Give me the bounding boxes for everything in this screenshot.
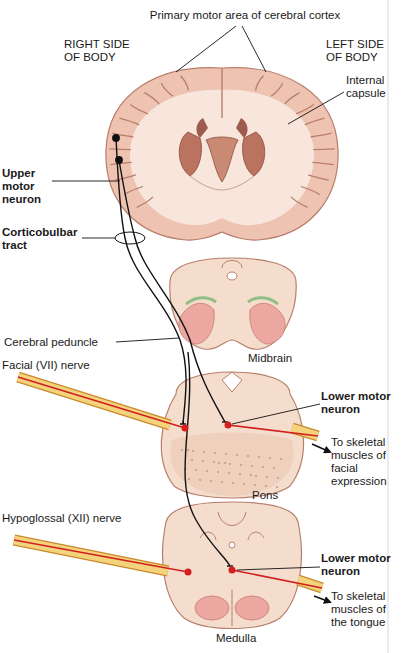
region-label: Medulla: [216, 632, 296, 645]
pontine-nucleus: [191, 459, 193, 461]
part-label: Lower motor neuron: [321, 390, 401, 416]
pontine-nucleus: [273, 467, 275, 469]
side-label: RIGHT SIDE OF BODY: [64, 38, 148, 64]
sulcus: [109, 148, 131, 150]
sulcus: [291, 197, 307, 208]
pontine-nucleus: [217, 471, 219, 473]
pontine-nucleus: [240, 464, 242, 466]
sulcus: [161, 83, 173, 96]
nerve-label: Facial (VII) nerve: [2, 359, 132, 372]
nerve-label: Hypoglossal (XII) nerve: [2, 512, 152, 525]
upper-motor-neuron: [113, 135, 233, 566]
pontine-nucleus: [265, 485, 267, 487]
side-label: LEFT SIDE OF BODY: [326, 38, 396, 64]
sulcus: [312, 162, 333, 164]
pons-section: [161, 372, 303, 498]
sulcus: [313, 148, 335, 150]
pontine-nucleus: [243, 483, 245, 485]
pontine-nucleus: [247, 455, 249, 457]
pontine-nucleus: [228, 472, 230, 474]
target-label: To skeletal muscles of the tongue: [331, 590, 399, 629]
sulcus: [285, 93, 300, 105]
sulcus: [130, 105, 148, 114]
pontine-nucleus: [214, 452, 216, 454]
target-label: To skeletal muscles of facial expression: [331, 436, 399, 488]
leader-line: [52, 26, 344, 570]
sulcus: [311, 133, 332, 137]
pontine-nucleus: [239, 473, 241, 475]
pontine-nucleus: [199, 479, 201, 481]
pontine-nucleus: [187, 449, 189, 451]
sulcus: [137, 197, 153, 208]
part-label: Lower motor neuron: [321, 552, 401, 578]
sulcus: [305, 118, 325, 125]
pontine-nucleus: [262, 466, 264, 468]
pontine-nucleus: [250, 474, 252, 476]
pontine-nucleus: [224, 462, 226, 464]
part-label: Corticobulbar tract: [2, 226, 84, 252]
pontine-nucleus: [202, 460, 204, 462]
pontine-nucleus: [236, 454, 238, 456]
pontine-nucleus: [229, 463, 231, 465]
pontine-nucleus: [192, 450, 194, 452]
pontine-nucleus: [258, 456, 260, 458]
pontine-nucleus: [206, 470, 208, 472]
pontine-nucleus: [221, 481, 223, 483]
pontine-nucleus: [255, 475, 257, 477]
tract-ring: [115, 232, 145, 244]
pontine-nucleus: [181, 449, 183, 451]
pontine-nucleus: [280, 458, 282, 460]
region-label: Midbrain: [248, 352, 318, 365]
pontine-nucleus: [203, 451, 205, 453]
pontine-nucleus: [218, 462, 220, 464]
cerebrum-section: [106, 68, 338, 241]
pontine-nucleus: [254, 484, 256, 486]
sulcus: [120, 118, 140, 125]
facial-nerve: [18, 377, 330, 452]
lower-motor-neuron: [182, 422, 236, 576]
region-label: Primary motor area of cerebral cortex: [110, 9, 380, 22]
pontine-nucleus: [213, 461, 215, 463]
sulcus: [124, 187, 143, 195]
pontine-nucleus: [269, 457, 271, 459]
sulcus: [271, 83, 283, 96]
part-label: Upper motor neuron: [2, 167, 60, 206]
sulcus: [301, 187, 320, 195]
part-label: Cerebral peduncle: [4, 336, 116, 349]
pontine-nucleus: [195, 469, 197, 471]
region-label: Pons: [252, 489, 312, 502]
sulcus: [256, 76, 264, 91]
pontine-nucleus: [277, 477, 279, 479]
sulcus: [181, 76, 189, 91]
pontine-nucleus: [188, 478, 190, 480]
pontine-nucleus: [225, 453, 227, 455]
pontine-nucleus: [232, 482, 234, 484]
pontine-nucleus: [276, 486, 278, 488]
pontine-nucleus: [210, 480, 212, 482]
part-label: Internal capsule: [346, 74, 402, 100]
sulcus: [144, 93, 159, 105]
sulcus: [296, 105, 314, 114]
hypoglossal-nerve: [14, 540, 330, 602]
medulla-section: [163, 502, 302, 629]
pontine-nucleus: [266, 476, 268, 478]
sulcus: [308, 175, 329, 180]
pontine-nucleus: [251, 465, 253, 467]
